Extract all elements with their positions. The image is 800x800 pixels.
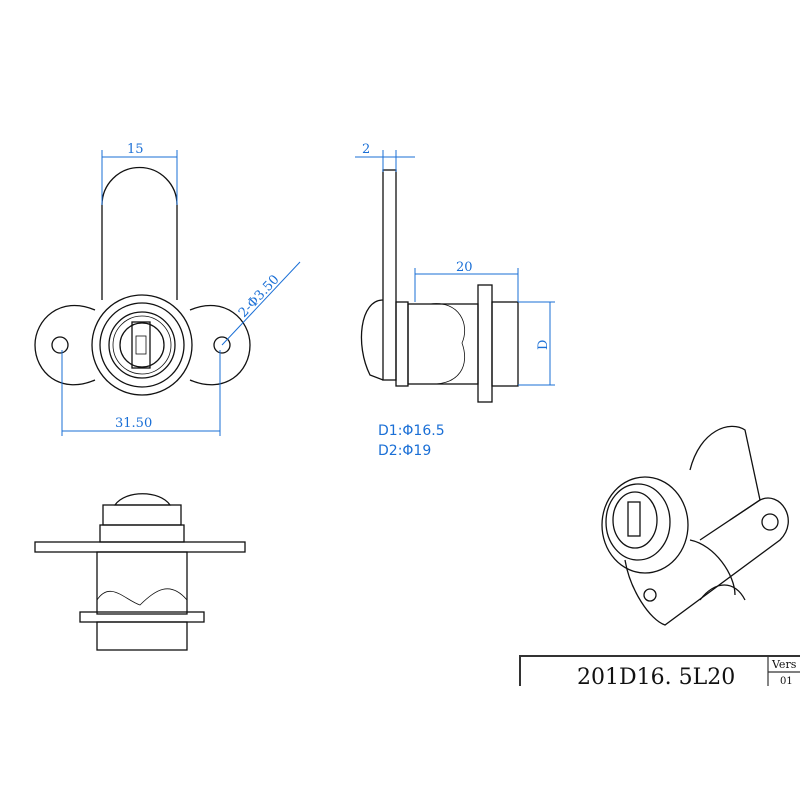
bottom-view: [34, 493, 246, 651]
plate-thickness-dim-label: 2: [362, 142, 370, 157]
side-dimensions: 2 20 D: [355, 142, 555, 386]
d2-spec: D2:Φ19: [378, 443, 431, 459]
version-label: Vers: [771, 658, 797, 671]
front-view: [34, 166, 251, 396]
title-block: 201D16. 5L20 Vers 01: [519, 655, 800, 697]
diameter-dim-label: D: [536, 340, 551, 350]
front-dimensions: 15 31.50 2-Φ3.50: [61, 142, 301, 436]
width-dim-label: 15: [127, 142, 144, 157]
hole-dim-label: 2-Φ3.50: [236, 272, 283, 320]
part-number: 201D16. 5L20: [577, 665, 735, 690]
d1-spec: D1:Φ16.5: [378, 423, 445, 439]
page-bottom-mask: [0, 686, 800, 800]
isometric-view: [601, 425, 789, 626]
length-dim-label: 20: [456, 260, 473, 275]
hole-spacing-dim-label: 31.50: [115, 416, 152, 431]
version-value: 01: [780, 676, 793, 687]
side-view: [360, 169, 519, 403]
